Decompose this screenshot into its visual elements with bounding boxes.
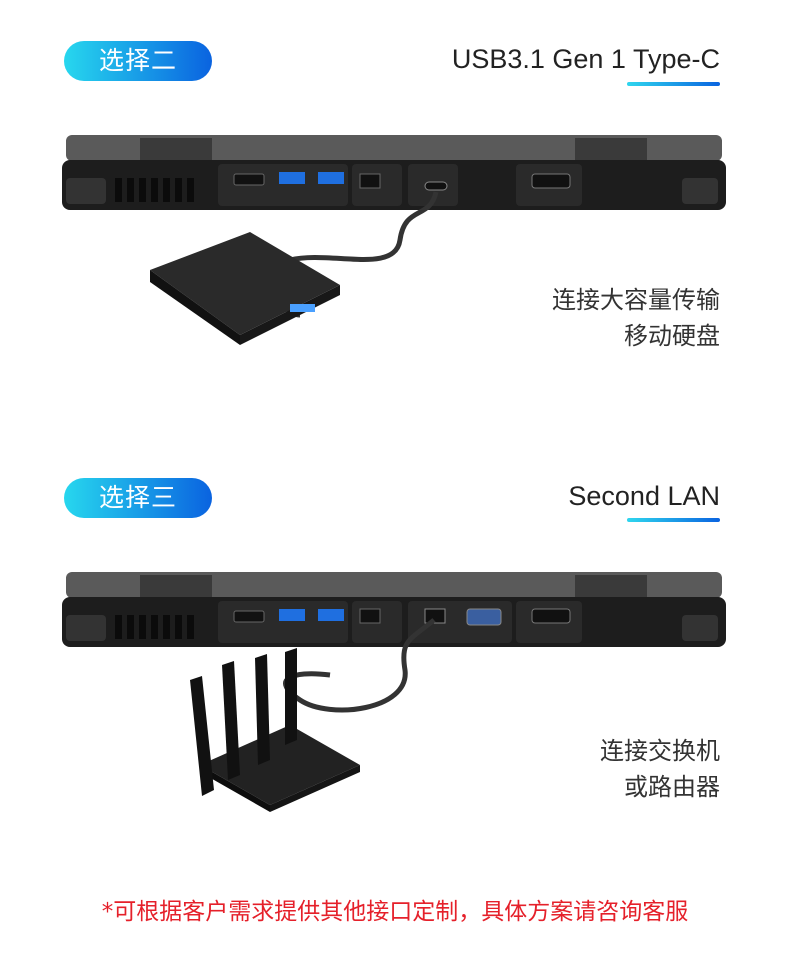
title-underline — [627, 82, 720, 86]
laptop-lan-illustration — [62, 572, 726, 812]
option-badge-2: 选择二 — [64, 41, 212, 81]
section-description-usb-c: 连接大容量传输 移动硬盘 — [552, 282, 720, 354]
section-description-lan: 连接交换机 或路由器 — [600, 733, 720, 805]
section-title-second-lan: Second LAN — [568, 481, 720, 511]
option-badge-3: 选择三 — [64, 478, 212, 518]
laptop-rear — [62, 572, 726, 647]
portable-hard-drive — [150, 232, 340, 345]
laptop-usb-c-illustration — [62, 135, 726, 345]
description-line: 连接大容量传输 — [552, 286, 720, 314]
router — [190, 648, 360, 812]
title-underline — [627, 518, 720, 522]
description-line: 移动硬盘 — [624, 322, 720, 350]
section-title-usb-c: USB3.1 Gen 1 Type-C — [451, 44, 720, 74]
customization-note: *可根据客户需求提供其他接口定制，具体方案请咨询客服 — [101, 899, 689, 925]
description-line: 或路由器 — [624, 773, 720, 801]
description-line: 连接交换机 — [600, 737, 720, 765]
laptop-rear — [62, 135, 726, 210]
